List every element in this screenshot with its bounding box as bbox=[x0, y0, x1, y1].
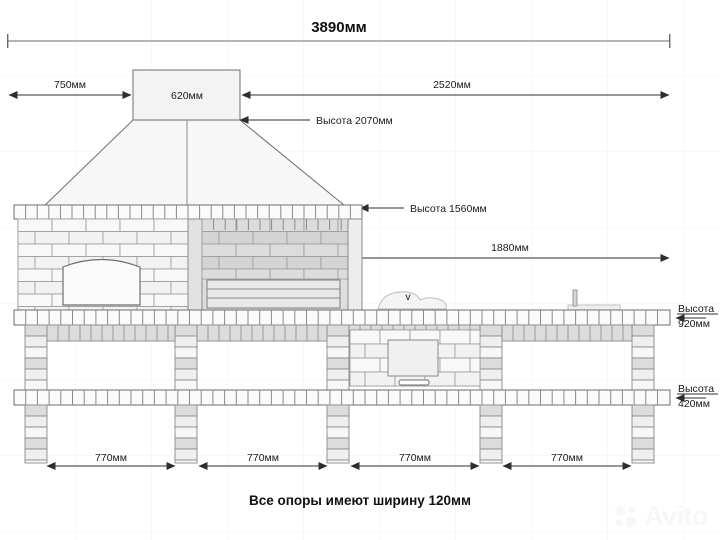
overall-width-label: 3890мм bbox=[311, 19, 367, 36]
shelf-height-label-line2: 420мм bbox=[678, 398, 710, 410]
counter-slab-course bbox=[13, 309, 671, 326]
bay-4-label: 770мм bbox=[551, 452, 583, 464]
leader-chimney-height: Высота 2070мм bbox=[239, 115, 393, 127]
bay-1-label: 770мм bbox=[95, 452, 127, 464]
dimension-counter-run: 1880мм bbox=[351, 242, 670, 262]
dimension-row-upper: 750мм 2520мм bbox=[8, 79, 670, 99]
sink-mark: v bbox=[405, 291, 411, 303]
bay-dim-4: 770мм bbox=[502, 452, 632, 470]
bay-2-label: 770мм bbox=[247, 452, 279, 464]
sink-basin-icon bbox=[377, 291, 447, 310]
counter-fixtures: v bbox=[377, 289, 621, 311]
leader-counter-height: Высота 920мм bbox=[675, 303, 718, 330]
dimension-overall-width: 3890мм bbox=[7, 19, 671, 48]
oven-compartment bbox=[349, 329, 481, 387]
drawing-caption: Все опоры имеют ширину 120мм bbox=[249, 493, 471, 508]
chimney-width-label: 620мм bbox=[171, 90, 203, 102]
counter-run-label: 1880мм bbox=[491, 242, 529, 254]
bay-3-label: 770мм bbox=[399, 452, 431, 464]
hood-base-height-label: Высота 1560мм bbox=[410, 203, 487, 215]
bay-dim-2: 770мм bbox=[198, 452, 328, 470]
lower-level bbox=[24, 404, 655, 464]
center-pier bbox=[187, 218, 203, 320]
dimension-row-bays: 770мм 770мм 770мм 770мм bbox=[46, 452, 632, 470]
arch-opening bbox=[62, 258, 141, 306]
bay-dim-1: 770мм bbox=[46, 452, 176, 470]
right-offset-label: 2520мм bbox=[433, 79, 471, 91]
upper-slab-course bbox=[13, 204, 363, 220]
chimney-height-label: Высота 2070мм bbox=[316, 115, 393, 127]
oven-door bbox=[387, 339, 439, 377]
faucet-spout-icon bbox=[572, 289, 578, 307]
oven-handle bbox=[398, 379, 430, 386]
middle-level bbox=[24, 324, 655, 391]
right-pier bbox=[347, 218, 363, 320]
leader-hood-base-height: Высота 1560мм bbox=[359, 203, 487, 215]
leader-shelf-height: Высота 420мм bbox=[675, 383, 718, 410]
chimney-stack bbox=[132, 69, 241, 121]
masonry-body bbox=[17, 218, 363, 320]
grill-grate bbox=[206, 279, 341, 309]
counter-height-label-line2: 920мм bbox=[678, 318, 710, 330]
counter-height-label-line1: Высота bbox=[678, 303, 714, 315]
bay-dim-3: 770мм bbox=[350, 452, 480, 470]
left-offset-label: 750мм bbox=[54, 79, 86, 91]
shelf-slab-course bbox=[13, 389, 671, 406]
shelf-height-label-line1: Высота bbox=[678, 383, 714, 395]
